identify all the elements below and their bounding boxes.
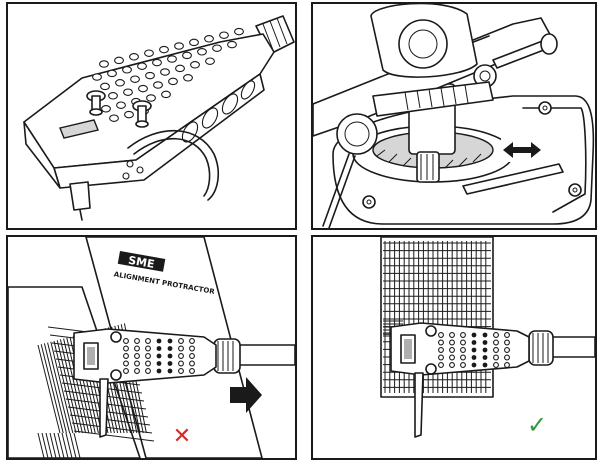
right-arrow-icon	[230, 377, 262, 413]
arm-tube	[235, 344, 295, 366]
height-thumbwheel	[416, 151, 440, 183]
adjust-slot	[462, 163, 564, 195]
finger-lift	[99, 378, 109, 438]
finger-lift	[414, 372, 424, 438]
mount-screw-left	[86, 90, 106, 116]
aligned-illustration: ✓	[380, 237, 595, 439]
cartridge-body	[69, 181, 91, 211]
misaligned-illustration: SME ALIGNMENT PROTRACTOR ✕	[8, 237, 295, 458]
allen-key	[322, 153, 350, 227]
check-mark-icon: ✓	[527, 411, 547, 439]
protractor-brand-box	[117, 250, 166, 272]
brand-plate	[400, 334, 416, 364]
panel-misaligned: SME ALIGNMENT PROTRACTOR ✕	[6, 235, 297, 460]
headshell-perforations	[438, 332, 510, 368]
double-arrow-icon	[501, 138, 543, 162]
panel-headshell-closeup	[6, 2, 297, 230]
protractor-brand: SME	[127, 254, 155, 271]
panel-tonearm-base-adjust	[311, 2, 597, 230]
tonearm-base-illustration	[313, 4, 595, 228]
brand-plate	[59, 119, 99, 139]
brand-plate	[83, 342, 99, 370]
mount-screw-right	[110, 369, 122, 381]
mount-screw-right	[425, 363, 437, 375]
mount-screw-right	[132, 100, 152, 128]
wrong-mark-icon: ✕	[173, 424, 191, 449]
end-cap	[336, 113, 378, 155]
mount-screw-left	[425, 325, 437, 337]
headshell-perforations	[123, 338, 195, 374]
panel-aligned: ✓	[311, 235, 597, 460]
headshell-illustration	[23, 15, 295, 221]
finger-lift	[127, 129, 220, 201]
mount-screw-left	[110, 331, 122, 343]
